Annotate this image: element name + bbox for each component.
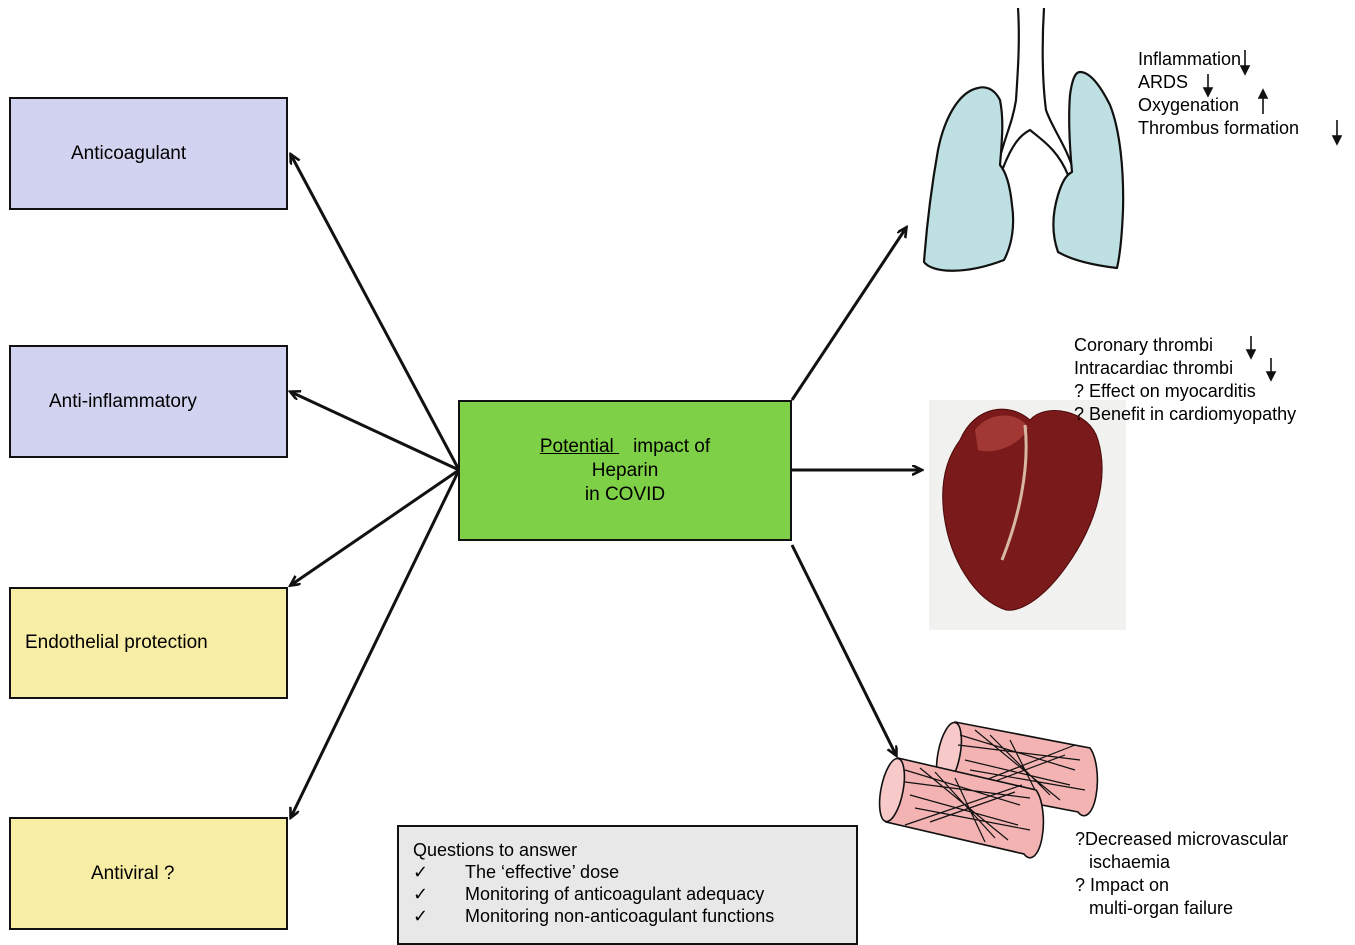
antiviral-label: Antiviral ? bbox=[91, 863, 174, 885]
vessel-effects-list: ?Decreased microvascular ischaemia ? Imp… bbox=[1075, 828, 1288, 920]
center-title-line3: in COVID bbox=[585, 483, 665, 507]
heart-effect-myocarditis: ? Effect on myocarditis bbox=[1074, 380, 1296, 403]
lung-effect-thrombus: Thrombus formation bbox=[1138, 117, 1299, 140]
center-title-line1: Potential impact of bbox=[540, 435, 710, 459]
vessel-effect-line2: ischaemia bbox=[1075, 851, 1288, 874]
lung-effects-list: Inflammation ARDS Oxygenation Thrombus f… bbox=[1138, 48, 1299, 140]
checkmark-icon: ✓ bbox=[413, 905, 465, 927]
vessel-effect-line1: ?Decreased microvascular bbox=[1075, 828, 1288, 851]
question-item-label: Monitoring of anticoagulant adequacy bbox=[465, 883, 764, 905]
arrow-to-anticoagulant bbox=[291, 155, 459, 470]
center-title-underline-space bbox=[614, 435, 628, 459]
heart-effect-coronary: Coronary thrombi bbox=[1074, 334, 1296, 357]
right-lung bbox=[1054, 72, 1124, 268]
anti-inflammatory-box: Anti-inflammatory bbox=[9, 345, 288, 458]
center-title-potential: Potential bbox=[540, 436, 614, 457]
questions-box: Questions to answer ✓ The ‘effective’ do… bbox=[397, 825, 858, 945]
checkmark-icon: ✓ bbox=[413, 883, 465, 905]
center-title-line2: Heparin bbox=[592, 459, 659, 483]
lung-effect-inflammation: Inflammation bbox=[1138, 48, 1299, 71]
question-item-label: The ‘effective’ dose bbox=[465, 861, 619, 883]
arrow-to-vessels bbox=[792, 545, 896, 755]
arrow-to-lungs bbox=[792, 228, 906, 400]
heart-effect-cardiomyopathy: ? Benefit in cardiomyopathy bbox=[1074, 403, 1296, 426]
question-item: ✓ Monitoring non-anticoagulant functions bbox=[413, 905, 856, 927]
lungs-illustration bbox=[924, 8, 1123, 271]
left-lung bbox=[924, 87, 1013, 270]
heart-illustration bbox=[929, 400, 1126, 630]
anticoagulant-label: Anticoagulant bbox=[71, 143, 186, 165]
antiviral-box: Antiviral ? bbox=[9, 817, 288, 930]
trachea-and-bronchi bbox=[998, 8, 1074, 175]
center-box: Potential impact of Heparin in COVID bbox=[458, 400, 792, 541]
arrow-to-endothelial bbox=[291, 470, 459, 585]
arrow-down-icon bbox=[1333, 136, 1341, 144]
vessels-illustration bbox=[875, 720, 1097, 857]
question-item: ✓ The ‘effective’ dose bbox=[413, 861, 856, 883]
anticoagulant-box: Anticoagulant bbox=[9, 97, 288, 210]
heart-effect-intracardiac: Intracardiac thrombi bbox=[1074, 357, 1296, 380]
center-title-impact: impact of bbox=[633, 436, 710, 457]
lung-effect-ards: ARDS bbox=[1138, 71, 1299, 94]
vessel-effect-line4: multi-organ failure bbox=[1075, 897, 1288, 920]
vessel-effect-line3: ? Impact on bbox=[1075, 874, 1288, 897]
checkmark-icon: ✓ bbox=[413, 861, 465, 883]
heart-effects-list: Coronary thrombi Intracardiac thrombi ? … bbox=[1074, 334, 1296, 426]
arrow-to-antiviral bbox=[291, 470, 459, 817]
arrow-to-anti-inflammatory bbox=[291, 392, 459, 470]
questions-title: Questions to answer bbox=[413, 839, 856, 861]
endothelial-protection-box: Endothelial protection bbox=[9, 587, 288, 699]
endothelial-protection-label: Endothelial protection bbox=[25, 632, 208, 654]
lung-effect-oxygenation: Oxygenation bbox=[1138, 94, 1299, 117]
question-item-label: Monitoring non-anticoagulant functions bbox=[465, 905, 774, 927]
question-item: ✓ Monitoring of anticoagulant adequacy bbox=[413, 883, 856, 905]
anti-inflammatory-label: Anti-inflammatory bbox=[49, 391, 197, 413]
